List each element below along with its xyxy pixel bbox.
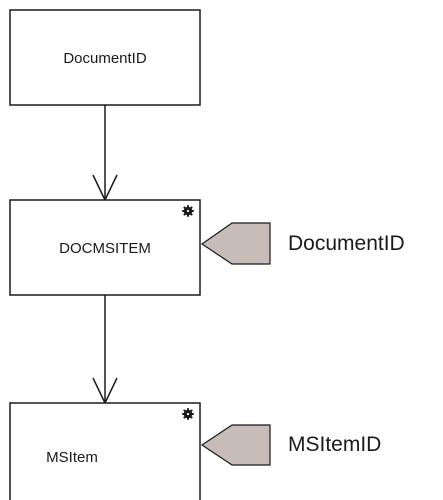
edge-docmsitem-msitem xyxy=(92,295,118,405)
gear-icon xyxy=(182,205,194,217)
node-msitem-label: MSItem xyxy=(46,449,98,466)
key-tag-shape xyxy=(200,222,271,265)
key-tag-msitem xyxy=(200,424,271,466)
node-msitem-box xyxy=(9,402,201,500)
key-tag-docmsitem xyxy=(200,222,271,265)
key-label-msitem: MSItemID xyxy=(288,433,381,456)
node-docmsitem-box xyxy=(9,199,201,296)
edge-documentid-docmsitem xyxy=(92,105,118,202)
key-label-docmsitem: DocumentID xyxy=(288,232,405,255)
node-documentid[interactable]: DocumentID xyxy=(9,9,201,106)
node-msitem[interactable]: MSItem xyxy=(9,402,201,500)
node-documentid-label: DocumentID xyxy=(63,50,147,67)
gear-icon xyxy=(182,408,194,420)
node-docmsitem-label: DOCMSITEM xyxy=(59,240,151,257)
node-docmsitem[interactable]: DOCMSITEM xyxy=(9,199,201,296)
key-tag-shape xyxy=(200,424,271,466)
node-documentid-box xyxy=(9,9,201,106)
